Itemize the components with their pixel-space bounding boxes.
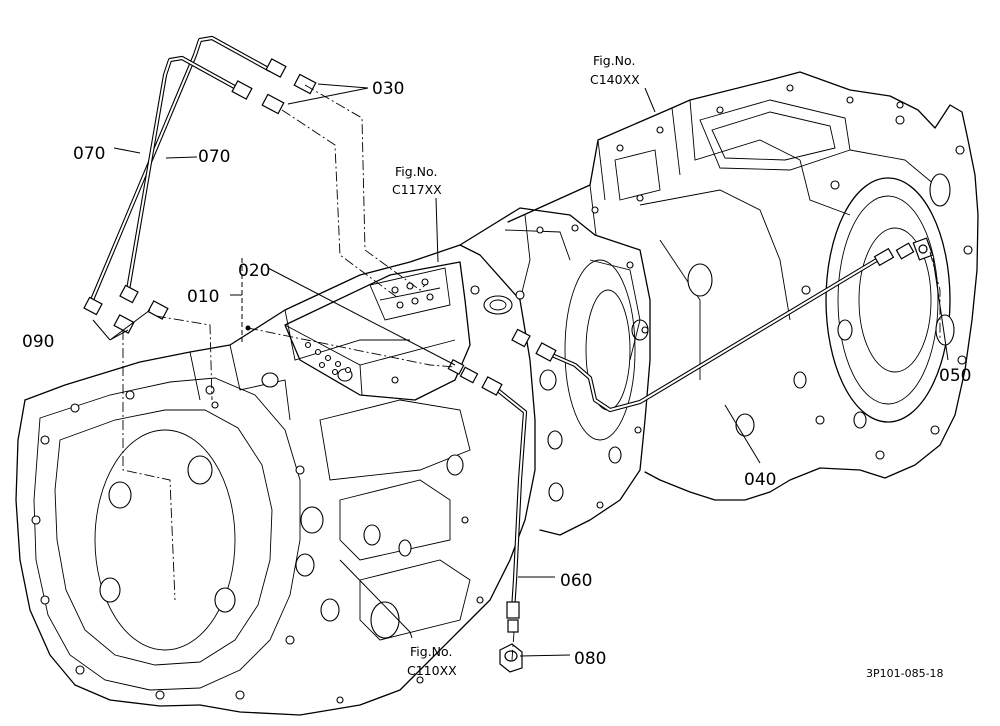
front-transmission-case <box>15 244 536 716</box>
drawing-code: 3P101-085-18 <box>866 667 944 680</box>
figure-ref-c110xx-line1: Fig.No. <box>410 644 452 659</box>
fitting-090-right <box>119 284 169 320</box>
fitting-060-lower <box>506 601 520 633</box>
control-valve-block <box>284 261 525 401</box>
callout-030: 030 <box>372 79 404 99</box>
pipe-070-outer <box>89 35 273 303</box>
figure-ref-c140xx: Fig.No. C140XX <box>590 53 640 87</box>
figure-ref-c110xx-line2: C110XX <box>407 663 457 678</box>
fitting-090-left <box>83 296 135 334</box>
figure-ref-c117xx-line1: Fig.No. <box>395 164 437 179</box>
fitting-030-upper <box>265 58 317 95</box>
callout-070-right: 070 <box>198 147 230 167</box>
elbow-080 <box>499 643 523 673</box>
callout-070-left: 070 <box>73 144 105 164</box>
callout-090: 090 <box>22 332 54 352</box>
pipe-060 <box>492 385 528 613</box>
callout-020: 020 <box>238 261 270 281</box>
fitting-020 <box>447 358 503 396</box>
callout-080: 080 <box>574 649 606 669</box>
figure-ref-c110xx: Fig.No. C110XX <box>407 644 457 678</box>
figure-ref-c140xx-line1: Fig.No. <box>593 53 635 68</box>
callout-010: 010 <box>187 287 219 307</box>
callout-050: 050 <box>939 366 971 386</box>
rear-transmission-case <box>507 71 979 501</box>
figure-ref-c117xx: Fig.No. C117XX <box>392 164 442 197</box>
mid-transmission-case <box>459 207 651 536</box>
callout-040: 040 <box>744 470 776 490</box>
pipe-070-inner <box>125 55 243 293</box>
leader-lines <box>92 83 949 657</box>
callout-060: 060 <box>560 571 592 591</box>
fitting-050 <box>912 237 934 261</box>
figure-ref-c117xx-line2: C117XX <box>392 182 442 197</box>
fitting-030-lower <box>231 80 285 115</box>
pipe-040 <box>542 255 883 413</box>
fitting-040-ends <box>511 242 915 362</box>
figure-ref-c140xx-line2: C140XX <box>590 72 640 87</box>
